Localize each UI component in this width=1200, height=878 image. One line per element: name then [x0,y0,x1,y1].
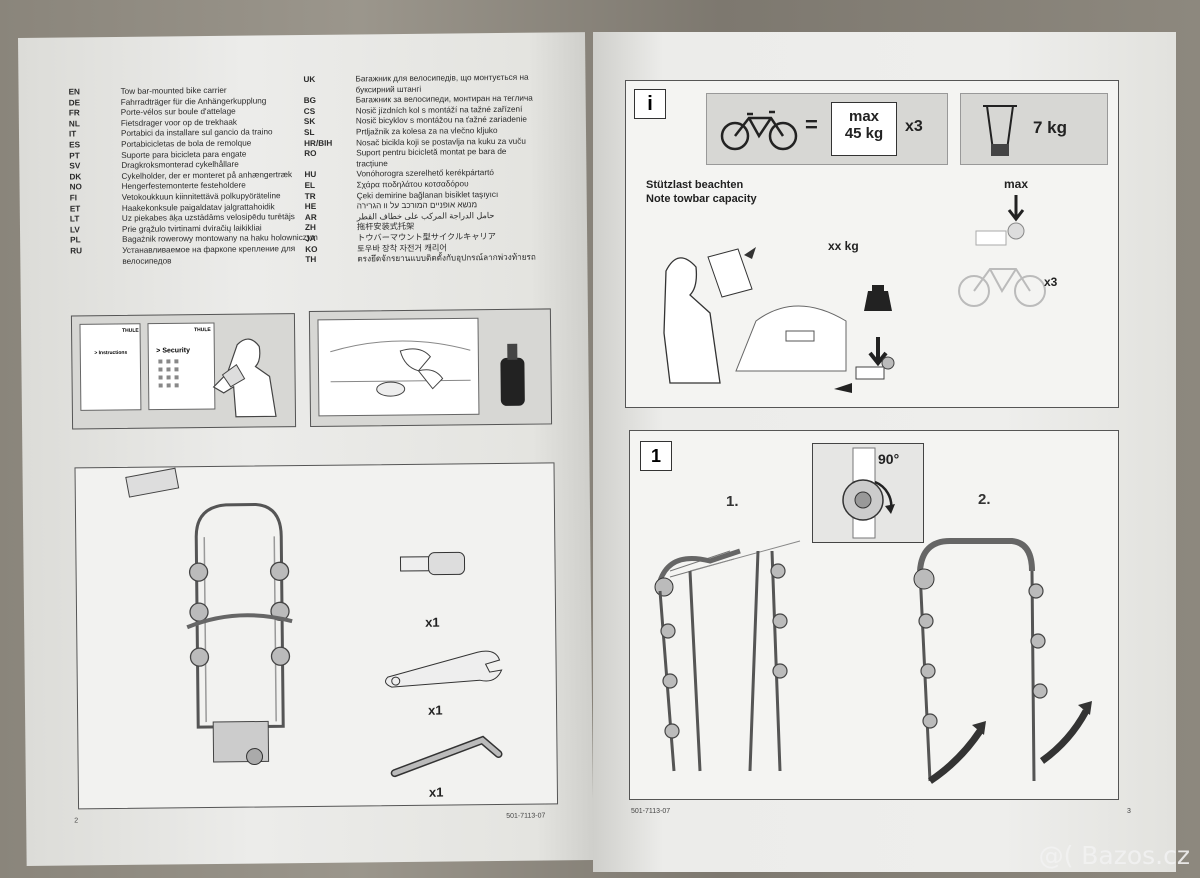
language-list-right: UK Багажник для велосипедів, що монтуєтьс… [303,73,537,266]
language-text: Fahrradträger für die Anhängerkupplung [120,95,267,107]
bolt-icon [399,551,466,576]
language-code: FR [68,108,80,118]
language-row: UK Багажник для велосипедів, що монтуєтьс… [303,73,535,97]
carrier-icon [983,105,1017,156]
manual-title-security: > Security [156,347,190,355]
language-code: NO [69,182,82,192]
x3-small-label: x3 [1044,275,1058,289]
language-text: Багажник для велосипедів, що монтується … [355,72,529,95]
language-code: HU [304,170,317,180]
language-code: DE [68,97,81,108]
step-1-box: 1 90° 1. 2. [629,430,1119,800]
detail-callout [812,443,924,543]
language-text: 拖杆安装式托架 [356,222,415,232]
max-weight-panel: = max 45 kg x3 [706,93,948,165]
xx-kg-label: xx kg [828,239,859,253]
towbar-text-en: Note towbar capacity [646,193,757,205]
equals-sign: = [805,112,818,137]
step-number-badge: 1 [640,441,672,471]
language-row: RO Suport pentru bicicletă montat pe bara… [304,147,536,171]
language-code: ET [69,203,81,213]
language-code: EL [304,180,316,190]
max-capacity-drawing [958,195,1046,307]
language-text: ตรงยึดจักรยานแบบติดตั้งกับอุปกรณ์ลากพ่วง… [357,252,536,264]
language-code: PL [70,235,81,245]
language-code: LT [69,214,80,224]
language-code: SK [303,117,316,127]
bike-carrier-drawing [125,467,293,766]
language-code: TH [305,254,317,265]
language-code: SL [303,127,315,137]
language-code: NL [68,119,80,129]
language-row: TH ตรงยึดจักรยานแบบติดตั้งกับอุปกรณ์ลากพ่… [305,253,537,266]
unfolding-drawing [654,538,1092,784]
substep-2-label: 2. [978,491,991,508]
substep-1-label: 1. [726,493,739,510]
manual-brand-1: THULE [122,327,139,334]
language-code: EN [68,87,80,97]
left-doc-code: 501-7113-07 [506,812,546,820]
allen-key-icon [390,735,503,778]
max-weight-value: 45 kg [844,125,884,142]
language-code: SV [69,161,81,171]
watermark: @( Bazos.cz [1038,841,1190,870]
bike-count: x3 [905,118,923,135]
info-box: i = max 45 kg x3 7 kg Stützlast beachten… [625,80,1119,408]
language-code: PT [69,150,80,161]
language-code: FI [69,193,78,203]
language-code: DK [69,172,82,182]
language-code: HR/BIH [304,138,333,148]
right-page-number: 3 [1127,808,1131,815]
max-label: max [848,108,880,125]
bolt-quantity: x1 [425,614,440,630]
language-code: LV [69,225,80,235]
carrier-weight-panel: 7 kg [960,93,1108,165]
manuals-illustration: THULE > Instructions THULE > Security [70,313,297,430]
language-code: AR [304,212,317,222]
language-code: KO [305,244,318,254]
right-doc-code: 501-7113-07 [631,808,671,815]
bike-icon [720,110,798,151]
parts-box: x1 x1 x1 [74,462,559,810]
towbar-text-de: Stützlast beachten [646,179,744,191]
language-text: トウバーマウント型サイクルキャリア [357,231,496,243]
lubrication-illustration [308,308,553,427]
carrier-weight-value: 7 kg [1033,118,1068,137]
language-code: IT [68,129,77,139]
language-row: RU Устанавливаемое на фаркопе крепление д… [70,244,318,268]
language-code: RO [304,149,317,159]
language-text: Устанавливаемое на фаркопе крепление для… [122,244,296,266]
max-small-label: max [1004,177,1029,191]
wrench-icon [385,650,503,688]
language-code: ES [69,140,81,150]
language-text: Suport pentru bicicletă montat pe bara d… [356,147,507,169]
language-code: ZH [304,223,316,233]
left-page-number: 2 [74,817,79,825]
allen-key-quantity: x1 [428,784,444,800]
info-icon: i [634,89,666,119]
language-code: HE [304,202,317,212]
manual-title-instructions: > Instructions [94,349,128,357]
language-code: JA [305,233,316,243]
language-code: RU [70,246,83,256]
towbar-capacity-drawing [663,247,895,393]
max-weight-badge: max 45 kg [831,102,897,156]
manual-brand-2: THULE [194,326,211,334]
right-page: i = max 45 kg x3 7 kg Stützlast beachten… [593,32,1176,872]
language-code: CS [303,106,316,116]
wrench-quantity: x1 [427,702,443,718]
language-text: حامل الدراجة المركب على خطاف القطر [356,210,495,222]
language-code: UK [303,74,316,85]
rotation-angle: 90° [878,451,900,467]
language-text: Vonóhorogra szerelhető kerékpártartó [356,168,494,179]
language-code: BG [303,96,316,106]
language-code: TR [304,191,316,201]
